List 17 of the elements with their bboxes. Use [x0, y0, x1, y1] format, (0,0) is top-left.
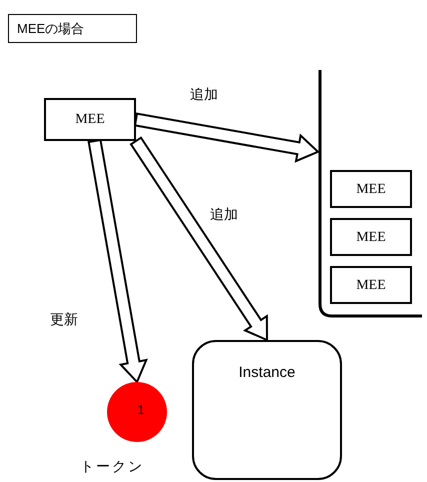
token-caption: トークン [80, 457, 144, 476]
hollow-arrow [134, 112, 320, 163]
mee-box [330, 218, 412, 256]
mee-box [330, 266, 412, 304]
token-count: 1 [136, 401, 145, 420]
instance-box [192, 340, 342, 480]
title-box: MEEの場合 [8, 14, 137, 43]
mee-label: MEE [356, 228, 386, 246]
mee-box [44, 98, 136, 141]
mee-label: MEE [75, 111, 105, 129]
hollow-arrow [88, 138, 148, 384]
mee-label: MEE [356, 276, 386, 294]
hollow-arrow [130, 136, 268, 342]
instance-label: Instance [238, 363, 296, 383]
mee-box [330, 170, 412, 208]
mee-label: MEE [356, 180, 386, 198]
stack-container [318, 70, 422, 318]
